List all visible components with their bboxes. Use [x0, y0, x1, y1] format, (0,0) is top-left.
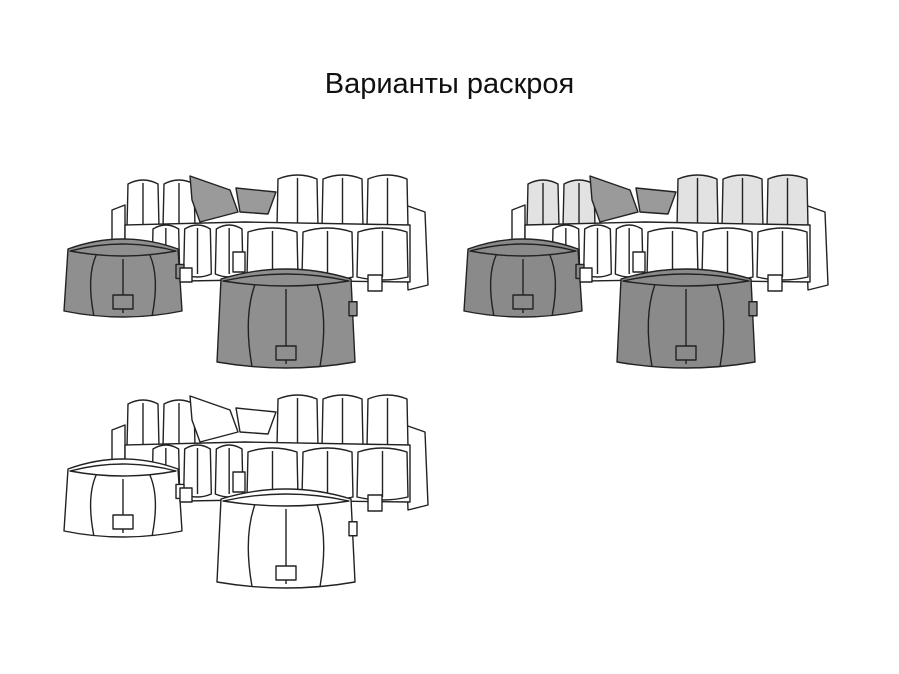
ottoman-front-side-handle [348, 301, 358, 317]
throw-pillow [189, 175, 239, 223]
seat-clip [179, 267, 193, 283]
throw-pillow [235, 407, 277, 435]
ottoman-front-top [222, 493, 350, 507]
ottoman-left-seam [549, 254, 557, 316]
ottoman-front-side-handle [348, 521, 358, 537]
throw-pillow [589, 175, 639, 223]
ottoman-left-handle [112, 294, 134, 310]
ottoman-front-seam [716, 284, 725, 367]
ottoman-left-seam [489, 254, 497, 316]
ottoman-front-top [622, 273, 750, 287]
throw-pillow [189, 395, 239, 443]
seat-clip [367, 274, 383, 292]
ottoman-front-seam [247, 504, 256, 587]
ottoman-left-handle [512, 294, 534, 310]
seat-clip [632, 251, 646, 273]
seat-clip [579, 267, 593, 283]
ottoman-front-side-handle [748, 301, 758, 317]
throw-pillow [635, 187, 677, 215]
ottoman-front-handle [275, 565, 297, 581]
throw-pillow [235, 187, 277, 215]
ottoman-left-top [469, 243, 577, 257]
ottoman-front-handle [275, 345, 297, 361]
sofa-variant-3 [63, 394, 429, 589]
ottoman-front-top [222, 273, 350, 287]
seat-clip [232, 471, 246, 493]
ottoman-front-seam [316, 284, 325, 367]
seat-clip [232, 251, 246, 273]
ottoman-front-seam [647, 284, 656, 367]
sofa-variant-2 [463, 174, 829, 369]
ottoman-front-seam [316, 504, 325, 587]
seat-clip [179, 487, 193, 503]
seat-clip [367, 494, 383, 512]
page-title: Варианты раскроя [324, 68, 575, 100]
ottoman-front-seam [247, 284, 256, 367]
ottoman-left-seam [149, 474, 157, 536]
seat-clip [767, 274, 783, 292]
sofa-variant-1 [63, 174, 429, 369]
ottoman-left-seam [149, 254, 157, 316]
ottoman-left-top [69, 243, 177, 257]
ottoman-left-top [69, 463, 177, 477]
ottoman-left-seam [89, 474, 97, 536]
ottoman-front-handle [675, 345, 697, 361]
ottoman-left-seam [89, 254, 97, 316]
ottoman-left-handle [112, 514, 134, 530]
